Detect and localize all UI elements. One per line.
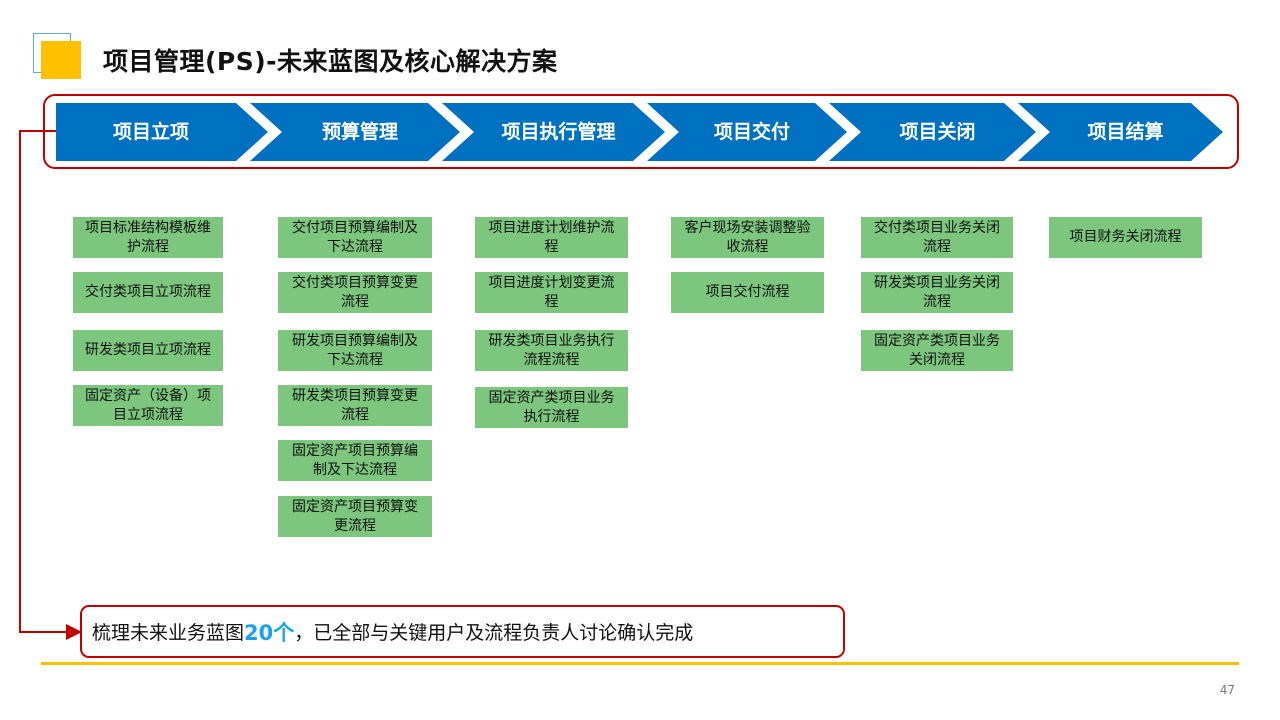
process-box: 项目进度计划维护流程	[475, 217, 628, 258]
process-box: 交付类项目预算变更流程	[278, 272, 432, 313]
summary-suffix: ，已全部与关键用户及流程负责人讨论确认完成	[294, 622, 694, 644]
process-box: 项目交付流程	[671, 272, 824, 313]
process-box: 研发类项目业务执行流程流程	[475, 330, 628, 371]
process-box: 研发类项目业务关闭流程	[861, 272, 1013, 313]
process-box: 研发类项目预算变更流程	[278, 385, 432, 426]
process-box: 项目财务关闭流程	[1049, 217, 1202, 258]
stage-chevron	[829, 103, 1036, 161]
process-box: 固定资产（设备）项目立项流程	[73, 385, 223, 426]
stage-label: 项目关闭	[899, 121, 976, 143]
process-box: 交付类项目业务关闭流程	[861, 217, 1013, 258]
process-box: 交付项目预算编制及下达流程	[278, 217, 432, 258]
page-number: 47	[1219, 683, 1235, 697]
process-box: 客户现场安装调整验收流程	[671, 217, 824, 258]
process-box: 项目进度计划变更流程	[475, 272, 628, 313]
stage-chevron	[1018, 103, 1223, 161]
stage-label: 预算管理	[321, 121, 398, 143]
page-title: 项目管理(PS)-未来蓝图及核心解决方案	[103, 47, 558, 76]
process-box: 研发类项目立项流程	[73, 330, 223, 371]
stage-chevron	[56, 103, 268, 161]
logo-square	[41, 41, 81, 79]
stage-chevron	[250, 103, 460, 161]
stage-label: 项目执行管理	[501, 121, 616, 143]
stage-chevron	[442, 103, 665, 161]
process-box: 交付类项目立项流程	[73, 272, 223, 313]
process-box: 项目标准结构模板维护流程	[73, 217, 223, 258]
summary-prefix: 梳理未来业务蓝图	[92, 622, 245, 644]
stage-chevron	[647, 103, 847, 161]
footer-divider	[41, 662, 1239, 665]
connector-arrow	[19, 130, 82, 640]
process-box: 固定资产类项目业务关闭流程	[861, 330, 1013, 371]
summary-count: 20个	[244, 620, 295, 645]
process-box: 研发项目预算编制及下达流程	[278, 330, 432, 371]
process-box: 固定资产类项目业务执行流程	[475, 387, 628, 428]
summary-box: 梳理未来业务蓝图 20个 ，已全部与关键用户及流程负责人讨论确认完成	[80, 605, 845, 658]
process-box: 固定资产项目预算编制及下达流程	[278, 440, 432, 481]
process-box: 固定资产项目预算变更流程	[278, 496, 432, 537]
stage-label: 项目结算	[1087, 121, 1164, 143]
stage-label: 项目交付	[713, 121, 790, 143]
stage-label: 项目立项	[112, 121, 189, 143]
